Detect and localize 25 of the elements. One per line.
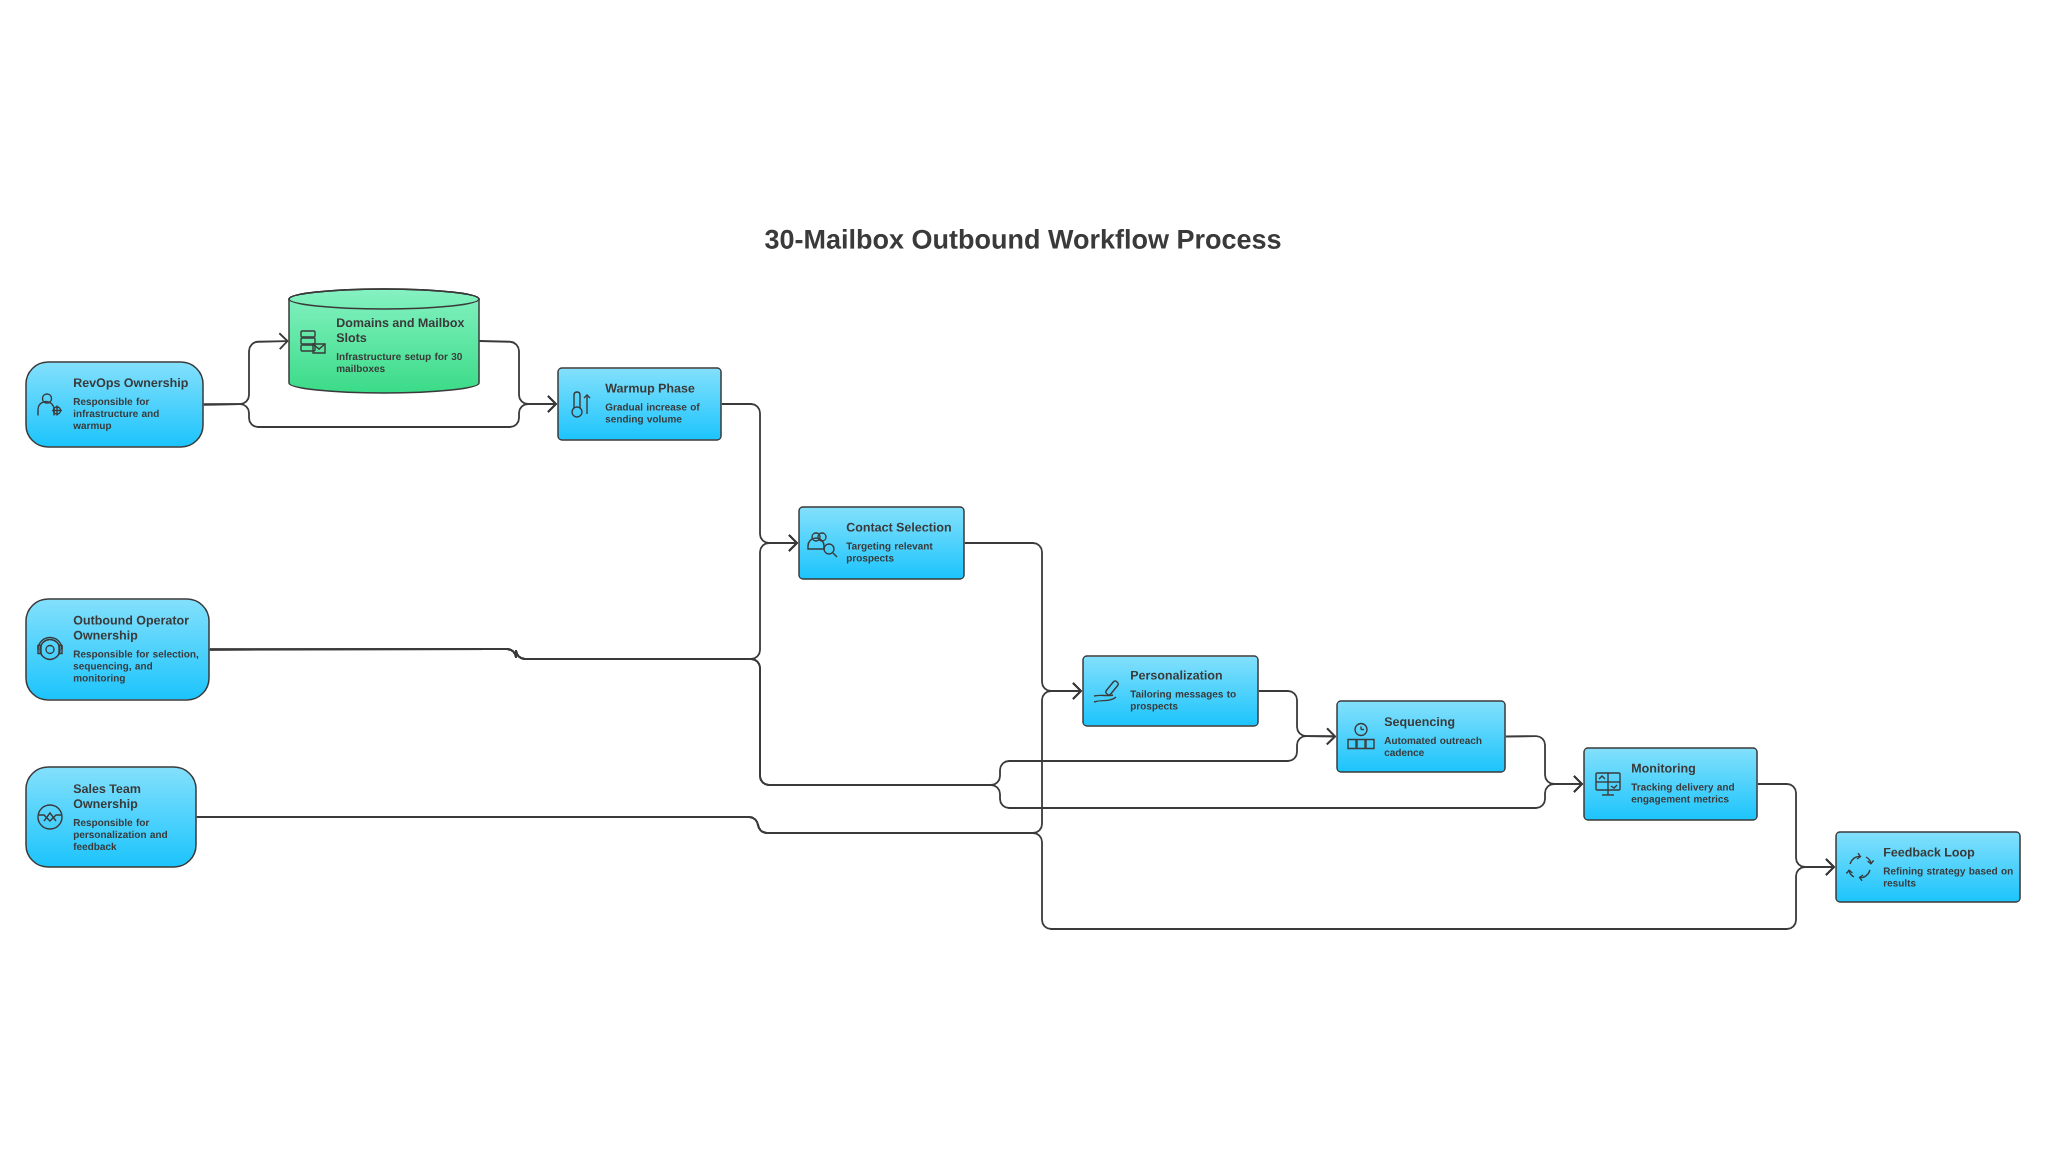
box-description: Gradual increase of sending volume [605,403,700,425]
box-title: Monitoring [1632,763,1695,776]
arrow [1756,783,1836,876]
box-title: Sequencing [1384,716,1455,729]
arrow [478,340,558,413]
box-title: Sales Team Ownership [73,783,141,811]
box-description: Responsible for personalization and feedback [73,818,167,851]
box-description: Refining strategy based on results [1883,867,2013,887]
box-title: Outbound Operator Ownership [73,615,189,643]
title: 30-Mailbox Outbound Workflow Process [765,229,1281,249]
box-title: Feedback Loop [1884,847,1975,860]
arrow [1257,690,1337,746]
box-description: Infrastructure setup for 30 mailboxes [336,352,462,373]
box-title: RevOps Ownership [74,377,188,390]
box-description: Responsible for selection, sequencing, and monitoring [73,650,199,684]
box-title: Domains and Mailbox Slots [336,317,465,343]
box-title: Contact Selection [846,522,951,532]
box-description: Targeting relevant prospects [846,542,933,564]
arrow [1504,735,1584,793]
box-description: Automated outreach cadence [1384,736,1482,757]
box-description: Tracking delivery and engagement metrics [1631,783,1734,805]
box-title: Personalization [1131,670,1222,680]
box-description: Tailoring messages to prospects [1130,690,1236,712]
box-description: Responsible for infrastructure and warmup [73,397,159,432]
box-title: Warmup Phase [605,383,695,396]
